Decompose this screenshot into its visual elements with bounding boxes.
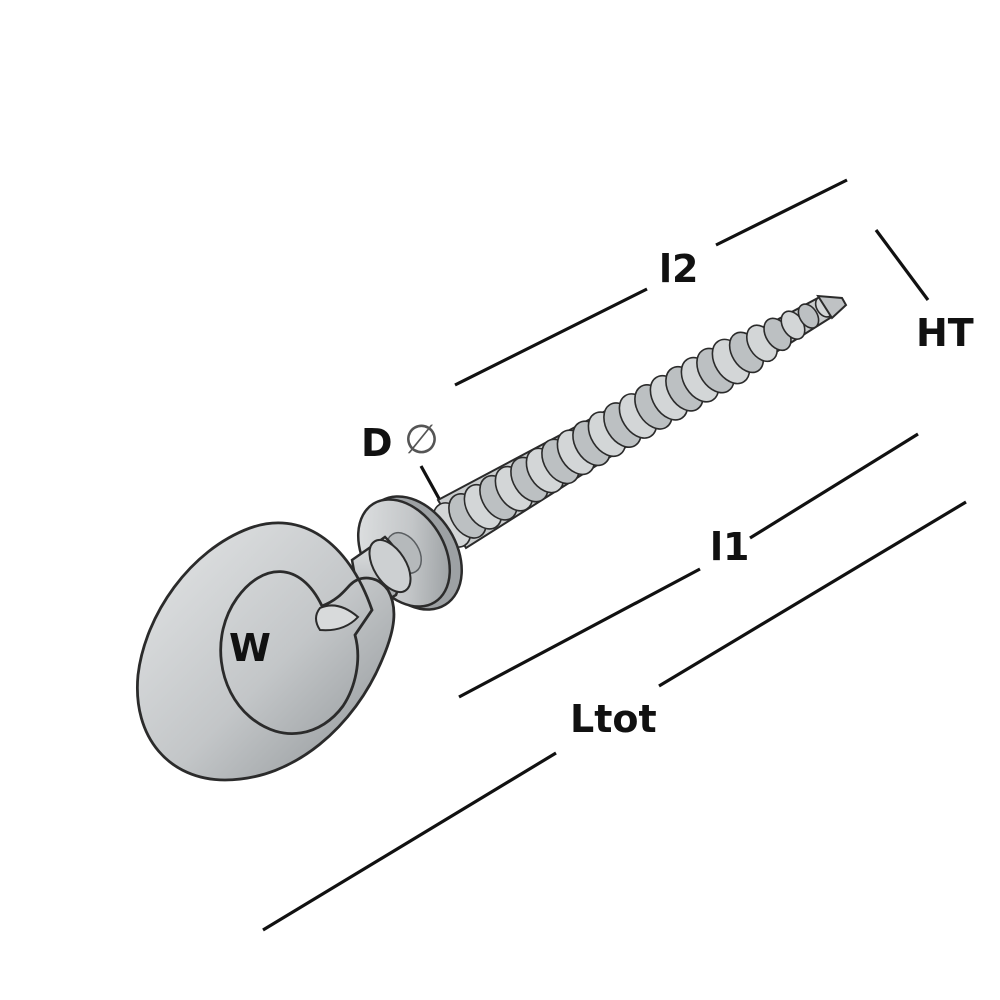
label-ltot: Ltot <box>570 697 657 741</box>
label-l1: l1 <box>710 525 750 569</box>
dimension-line-d <box>419 465 444 505</box>
diameter-symbol: ∅ <box>404 417 439 463</box>
dimension-line-ltot <box>262 500 967 932</box>
threaded-shaft <box>432 294 848 550</box>
thread-turn <box>797 303 820 329</box>
dimension-line-l1 <box>458 432 919 699</box>
label-w: W <box>229 626 271 670</box>
dimension-line-ht <box>874 229 930 301</box>
eye-ring <box>135 521 396 782</box>
label-l2: l2 <box>659 247 699 291</box>
thread-turns <box>432 296 834 548</box>
dimension-line-l2 <box>454 178 848 387</box>
label-d: D <box>361 421 393 465</box>
label-ht: HT <box>916 311 974 355</box>
